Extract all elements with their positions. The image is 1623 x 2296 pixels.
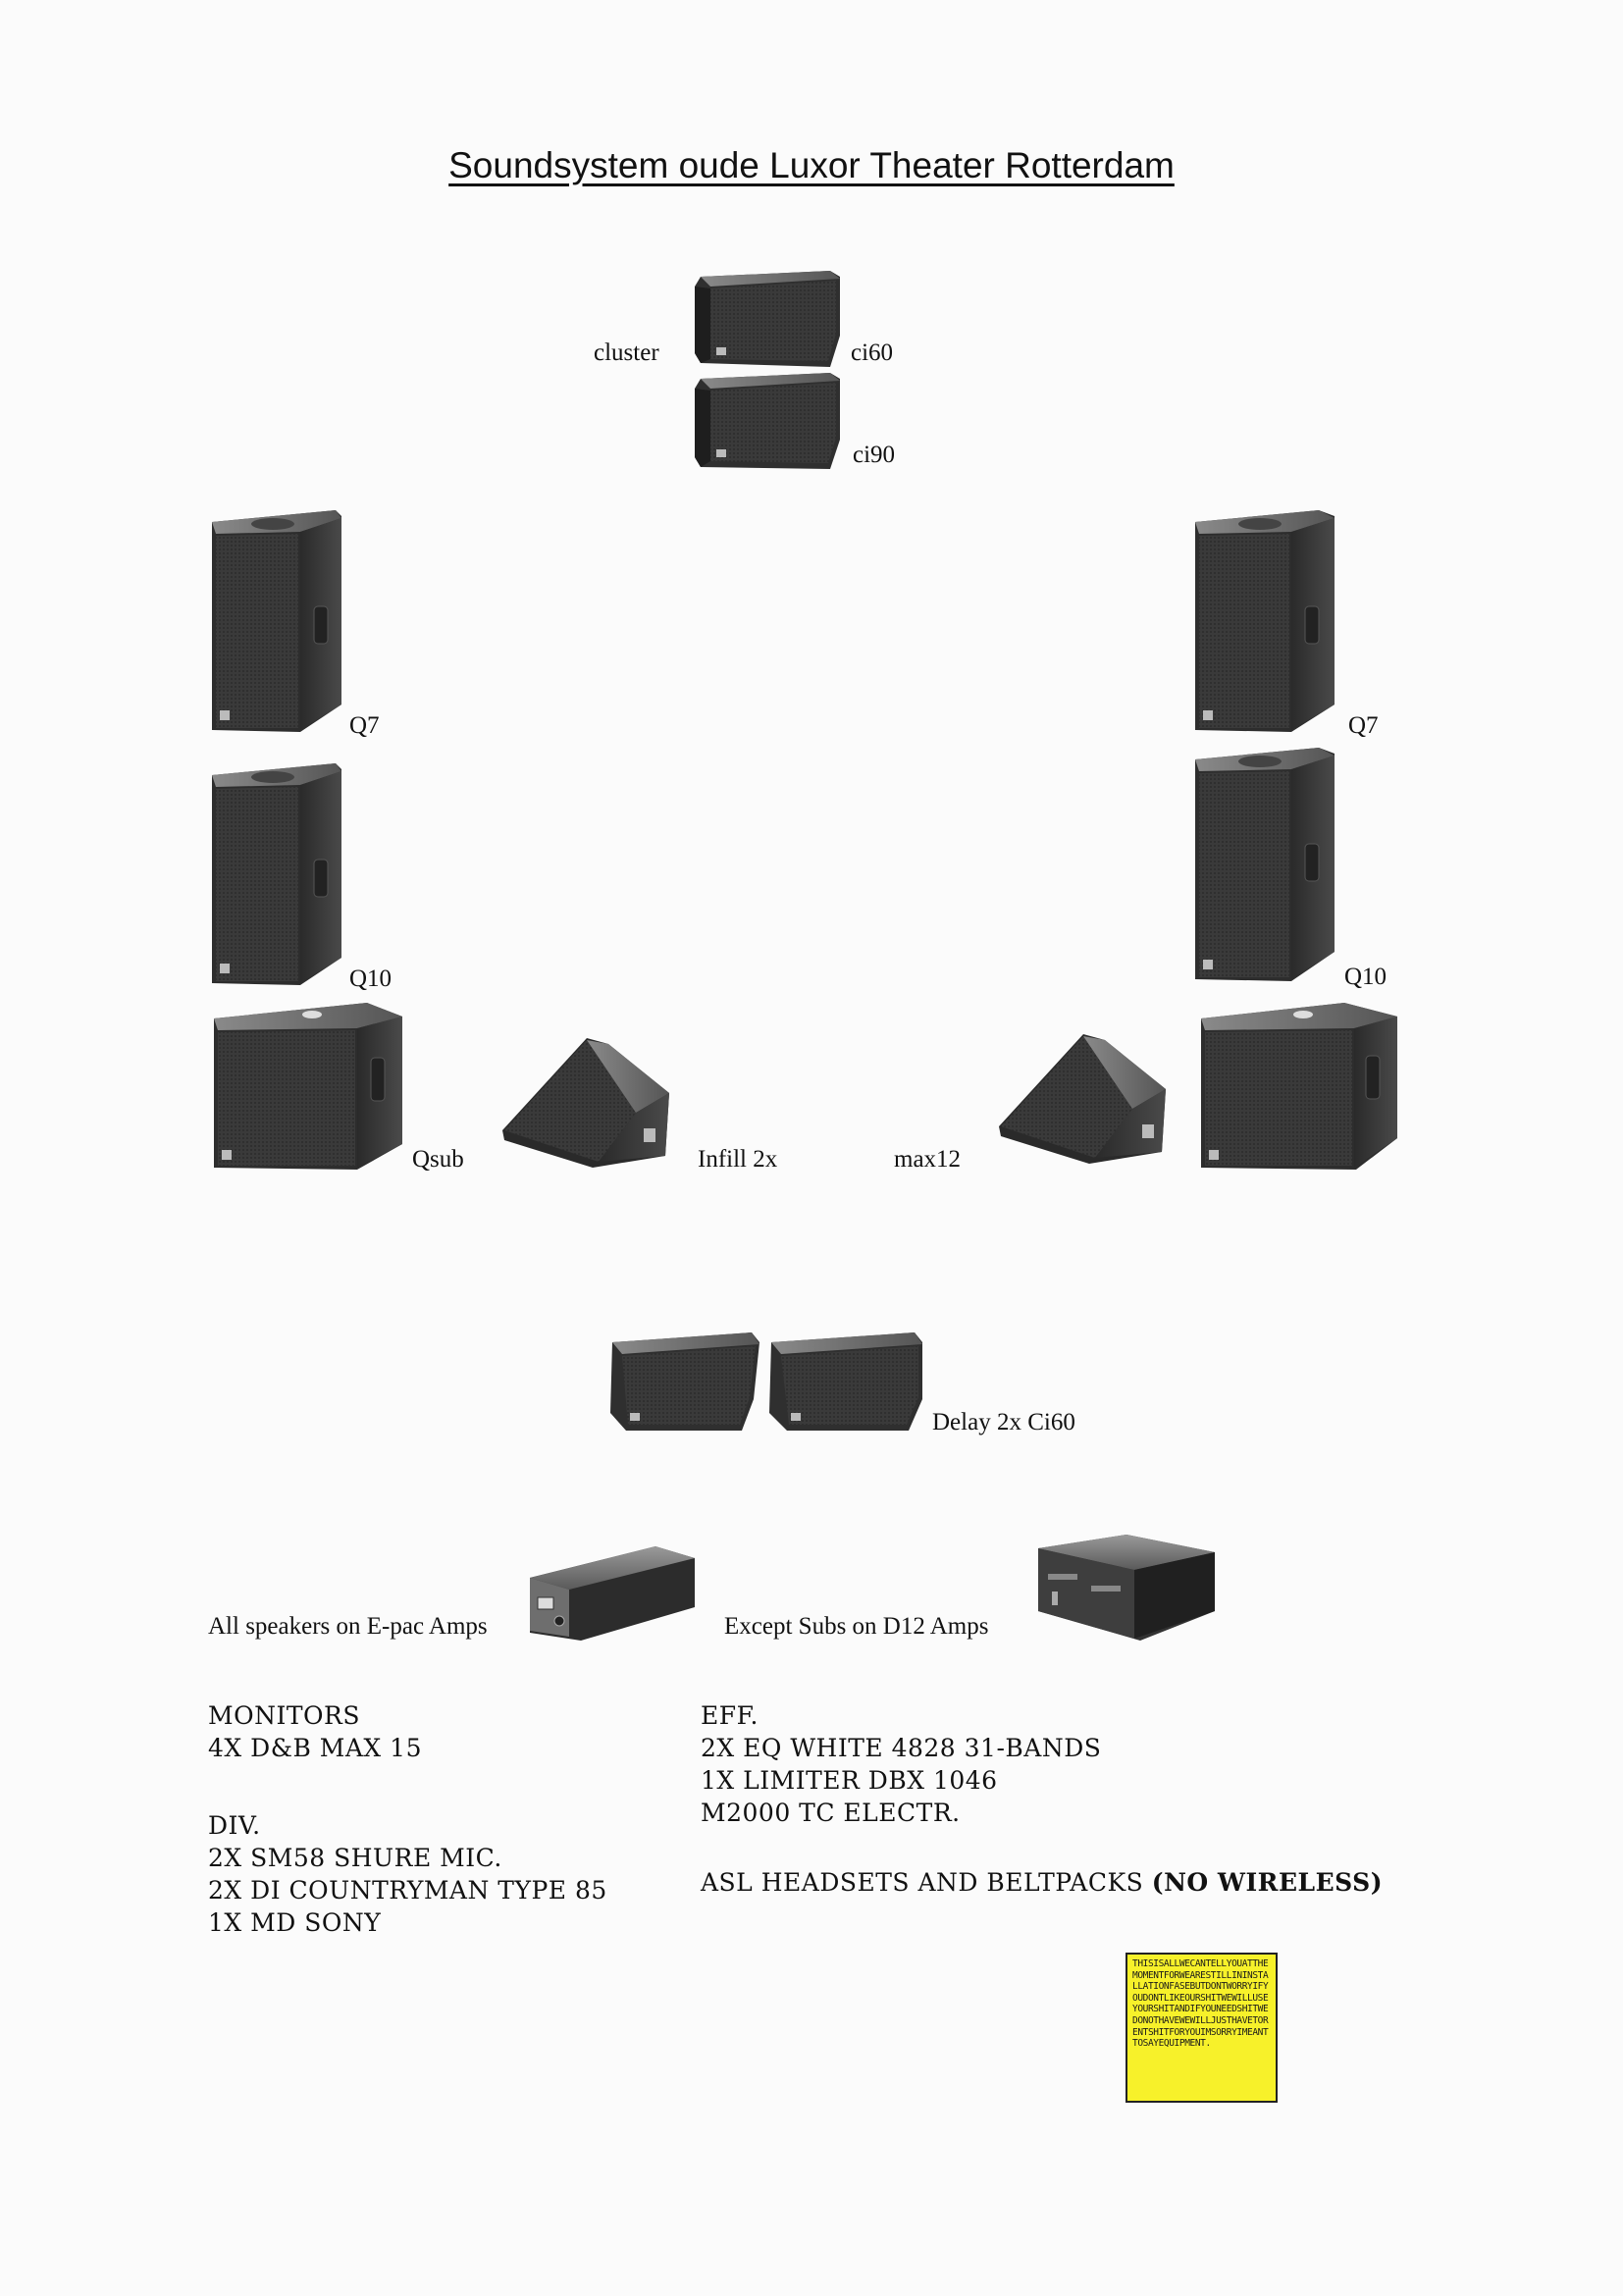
div-item: 2X DI COUNTRYMAN TYPE 85 xyxy=(208,1876,607,1905)
eff-section: EFF. 2X EQ WHITE 4828 31-BANDS 1X LIMITE… xyxy=(701,1699,1101,1829)
asl-line: ASL HEADSETS AND BELTPACKS (NO WIRELESS) xyxy=(701,1866,1383,1899)
d12-amps-label: Except Subs on D12 Amps xyxy=(724,1613,989,1640)
infill-left-wedge-speaker-image xyxy=(498,1034,673,1172)
q10-left-speaker-image xyxy=(206,761,345,989)
q7-right-speaker-image xyxy=(1189,508,1338,736)
eff-item: 1X LIMITER DBX 1046 xyxy=(701,1766,998,1795)
epac-amplifier-image xyxy=(526,1539,699,1644)
asl-text: ASL HEADSETS AND BELTPACKS xyxy=(701,1868,1152,1897)
yellow-sticker-note: THISISALLWECANTELLYOUATTHEMOMENTFORWEARE… xyxy=(1126,1953,1278,2103)
qsub-right-speaker-image xyxy=(1197,997,1401,1174)
div-section: DIV. 2X SM58 SHURE MIC. 2X DI COUNTRYMAN… xyxy=(208,1809,607,1939)
ci90-label: ci90 xyxy=(853,442,896,468)
div-item: 1X MD SONY xyxy=(208,1908,382,1937)
max12-right-wedge-speaker-image xyxy=(995,1030,1170,1170)
q7-left-speaker-image xyxy=(206,508,345,736)
cluster-ci90-speaker-image xyxy=(693,369,846,473)
q10-left-label: Q10 xyxy=(349,965,393,992)
monitors-section: MONITORS 4X D&B MAX 15 xyxy=(208,1699,422,1764)
ci60-label: ci60 xyxy=(851,339,894,366)
div-heading: DIV. xyxy=(208,1811,261,1840)
delay-ci60-left-speaker-image xyxy=(606,1329,763,1435)
div-item: 2X SM58 SHURE MIC. xyxy=(208,1844,502,1872)
delay-ci60-right-speaker-image xyxy=(765,1329,928,1435)
infill-label: Infill 2x xyxy=(698,1146,778,1173)
eff-item: 2X EQ WHITE 4828 31-BANDS xyxy=(701,1734,1102,1762)
d12-amplifier-image xyxy=(1032,1531,1219,1644)
q10-right-label: Q10 xyxy=(1344,964,1387,990)
monitors-heading: MONITORS xyxy=(208,1701,360,1730)
qsub-label: Qsub xyxy=(412,1146,464,1173)
eff-item: M2000 TC ELECTR. xyxy=(701,1799,961,1827)
no-wireless-emphasis: (NO WIRELESS) xyxy=(1151,1868,1384,1897)
eff-heading: EFF. xyxy=(701,1701,759,1730)
cluster-label: cluster xyxy=(594,339,659,366)
epac-amps-label: All speakers on E-pac Amps xyxy=(208,1613,488,1640)
monitors-item: 4X D&B MAX 15 xyxy=(208,1734,422,1762)
q7-right-label: Q7 xyxy=(1348,712,1379,739)
qsub-left-speaker-image xyxy=(210,999,406,1174)
delay-label: Delay 2x Ci60 xyxy=(932,1409,1075,1435)
q10-right-speaker-image xyxy=(1189,746,1338,985)
page-title: Soundsystem oude Luxor Theater Rotterdam xyxy=(448,145,1175,185)
q7-left-label: Q7 xyxy=(349,712,380,739)
cluster-ci60-speaker-image xyxy=(693,265,846,371)
max12-label: max12 xyxy=(894,1146,962,1173)
